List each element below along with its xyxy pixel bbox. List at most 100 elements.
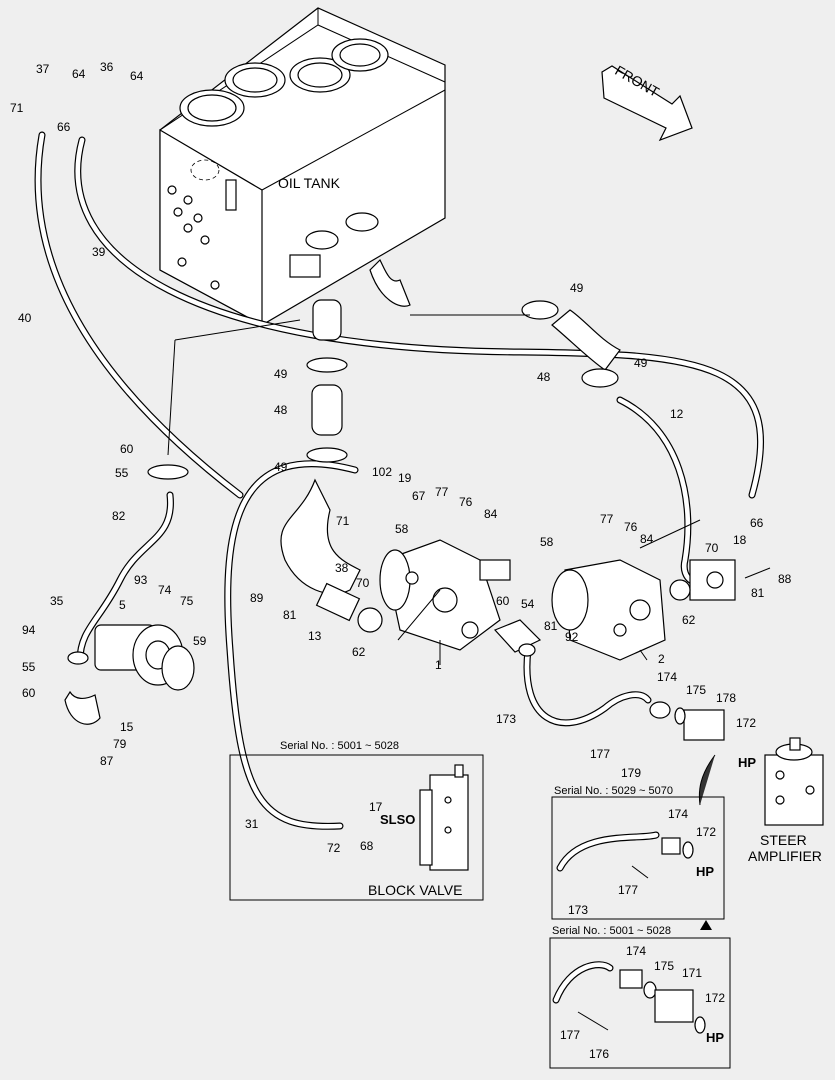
part-number: 58 (395, 522, 409, 536)
part-number: 71 (336, 514, 350, 528)
part-number: 18 (733, 533, 747, 547)
part-number: 37 (36, 62, 50, 76)
part-number: 102 (372, 465, 392, 479)
part-number: 89 (250, 591, 264, 605)
suction-hoses (280, 258, 621, 622)
pilot-pump (64, 464, 195, 725)
part-number: 70 (356, 576, 370, 590)
part-number: 17 (369, 800, 383, 814)
part-number: 75 (180, 594, 194, 608)
part-number: 12 (670, 407, 684, 421)
part-number: 58 (540, 535, 554, 549)
part-number: 54 (521, 597, 535, 611)
part-number: 172 (705, 991, 725, 1005)
part-number: 176 (589, 1047, 609, 1061)
part-numbers: 37 64 36 64 71 66 39 40 49 48 49 49 48 1… (10, 60, 792, 1061)
front-arrow: FRONT (601, 62, 693, 142)
part-number: 59 (193, 634, 207, 648)
hp-label-c: HP (706, 1030, 724, 1045)
part-number: 60 (496, 594, 510, 608)
part-number: 175 (686, 683, 706, 697)
variant-box-b (551, 796, 725, 930)
hp-label-b: HP (696, 864, 714, 879)
part-number: 49 (274, 460, 288, 474)
part-number: 171 (682, 966, 702, 980)
part-number: 174 (626, 944, 646, 958)
part-number: 93 (134, 573, 148, 587)
amplifier-label: AMPLIFIER (748, 848, 822, 864)
part-number: 70 (705, 541, 719, 555)
part-number: 174 (668, 807, 688, 821)
oil-tank (159, 7, 446, 327)
serial-b-label: Serial No. : 5029 ~ 5070 (554, 785, 673, 797)
oil-tank-label: OIL TANK (278, 175, 341, 191)
part-number: 38 (335, 561, 349, 575)
part-number: 174 (657, 670, 677, 684)
part-number: 48 (537, 370, 551, 384)
text-labels: OIL TANK BLOCK VALVE SLSO HP HP HP STEER… (278, 175, 822, 1045)
part-number: 62 (352, 645, 366, 659)
part-number: 64 (130, 69, 144, 83)
part-number: 67 (412, 489, 426, 503)
part-number: 173 (568, 903, 588, 917)
block-valve-box (229, 754, 484, 901)
part-number: 66 (57, 120, 71, 134)
part-number: 81 (751, 586, 765, 600)
part-number: 76 (624, 520, 638, 534)
part-number: 76 (459, 495, 473, 509)
part-number: 13 (308, 629, 322, 643)
part-number: 79 (113, 737, 127, 751)
slso-label: SLSO (380, 812, 415, 827)
flange-fittings (493, 619, 725, 741)
block-valve-label: BLOCK VALVE (368, 882, 462, 898)
part-number: 172 (736, 716, 756, 730)
part-number: 31 (245, 817, 259, 831)
secondary-pump (551, 559, 736, 661)
part-number: 55 (22, 660, 36, 674)
part-number: 88 (778, 572, 792, 586)
steer-label: STEER (760, 832, 807, 848)
part-number: 178 (716, 691, 736, 705)
part-number: 82 (112, 509, 126, 523)
part-number: 77 (600, 512, 614, 526)
part-number: 55 (115, 466, 129, 480)
part-number: 94 (22, 623, 36, 637)
part-number: 1 (435, 658, 442, 672)
part-number: 36 (100, 60, 114, 74)
serial-a-label: Serial No. : 5001 ~ 5028 (280, 740, 399, 752)
part-number: 179 (621, 766, 641, 780)
part-number: 74 (158, 583, 172, 597)
part-number: 5 (119, 598, 126, 612)
part-number: 48 (274, 403, 288, 417)
leader-lines (167, 314, 771, 665)
part-number: 84 (484, 507, 498, 521)
part-number: 49 (570, 281, 584, 295)
part-number: 40 (18, 311, 32, 325)
part-number: 87 (100, 754, 114, 768)
part-number: 177 (618, 883, 638, 897)
part-number: 60 (120, 442, 134, 456)
part-number: 177 (560, 1028, 580, 1042)
part-number: 92 (565, 630, 579, 644)
part-number: 81 (283, 608, 297, 622)
part-number: 175 (654, 959, 674, 973)
part-number: 15 (120, 720, 134, 734)
part-number: 35 (50, 594, 64, 608)
part-number: 19 (398, 471, 412, 485)
part-number: 68 (360, 839, 374, 853)
part-number: 71 (10, 101, 24, 115)
part-number: 49 (634, 356, 648, 370)
part-number: 60 (22, 686, 36, 700)
part-number: 77 (435, 485, 449, 499)
main-pump (357, 539, 511, 651)
part-number: 72 (327, 841, 341, 855)
part-number: 81 (544, 619, 558, 633)
part-number: 2 (658, 652, 665, 666)
part-number: 173 (496, 712, 516, 726)
part-number: 172 (696, 825, 716, 839)
variant-box-c (549, 937, 731, 1069)
part-number: 64 (72, 67, 86, 81)
hp-label-main: HP (738, 755, 756, 770)
part-number: 177 (590, 747, 610, 761)
